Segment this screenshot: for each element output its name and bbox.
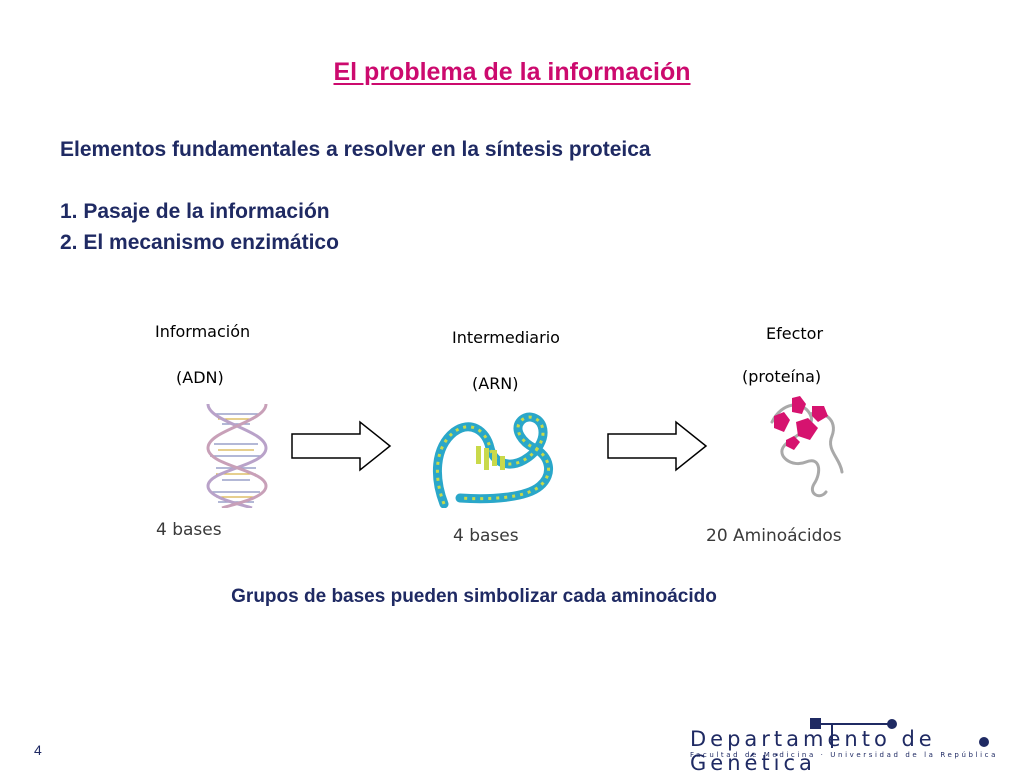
rna-count: 4 bases [453,526,519,546]
protein-icon [770,396,844,498]
arrow-right-icon [291,420,392,472]
trna-icon [432,412,553,508]
page-number: 4 [34,742,42,758]
dna-label: Información [155,322,251,341]
dna-molecule: (ADN) [176,368,224,387]
arrow-right-icon [607,420,708,472]
protein-count: 20 Aminoácidos [706,526,842,546]
list-item-1: 1. Pasaje de la información [60,200,330,223]
institution-name: Facultad de Medicina · Universidad de la… [690,751,998,759]
dna-helix-icon [206,403,268,508]
protein-molecule: (proteína) [742,367,822,386]
slide-title: El problema de la información [333,58,691,86]
conclusion: Grupos de bases pueden simbolizar cada a… [231,586,717,607]
department-logo-icon [810,718,989,748]
dna-count: 4 bases [156,520,222,540]
list-item-2: 2. El mecanismo enzimático [60,231,339,254]
protein-label: Efector [766,324,824,343]
subtitle: Elementos fundamentales a resolver en la… [60,138,651,161]
rna-label: Intermediario [452,328,560,347]
rna-molecule: (ARN) [472,374,519,393]
